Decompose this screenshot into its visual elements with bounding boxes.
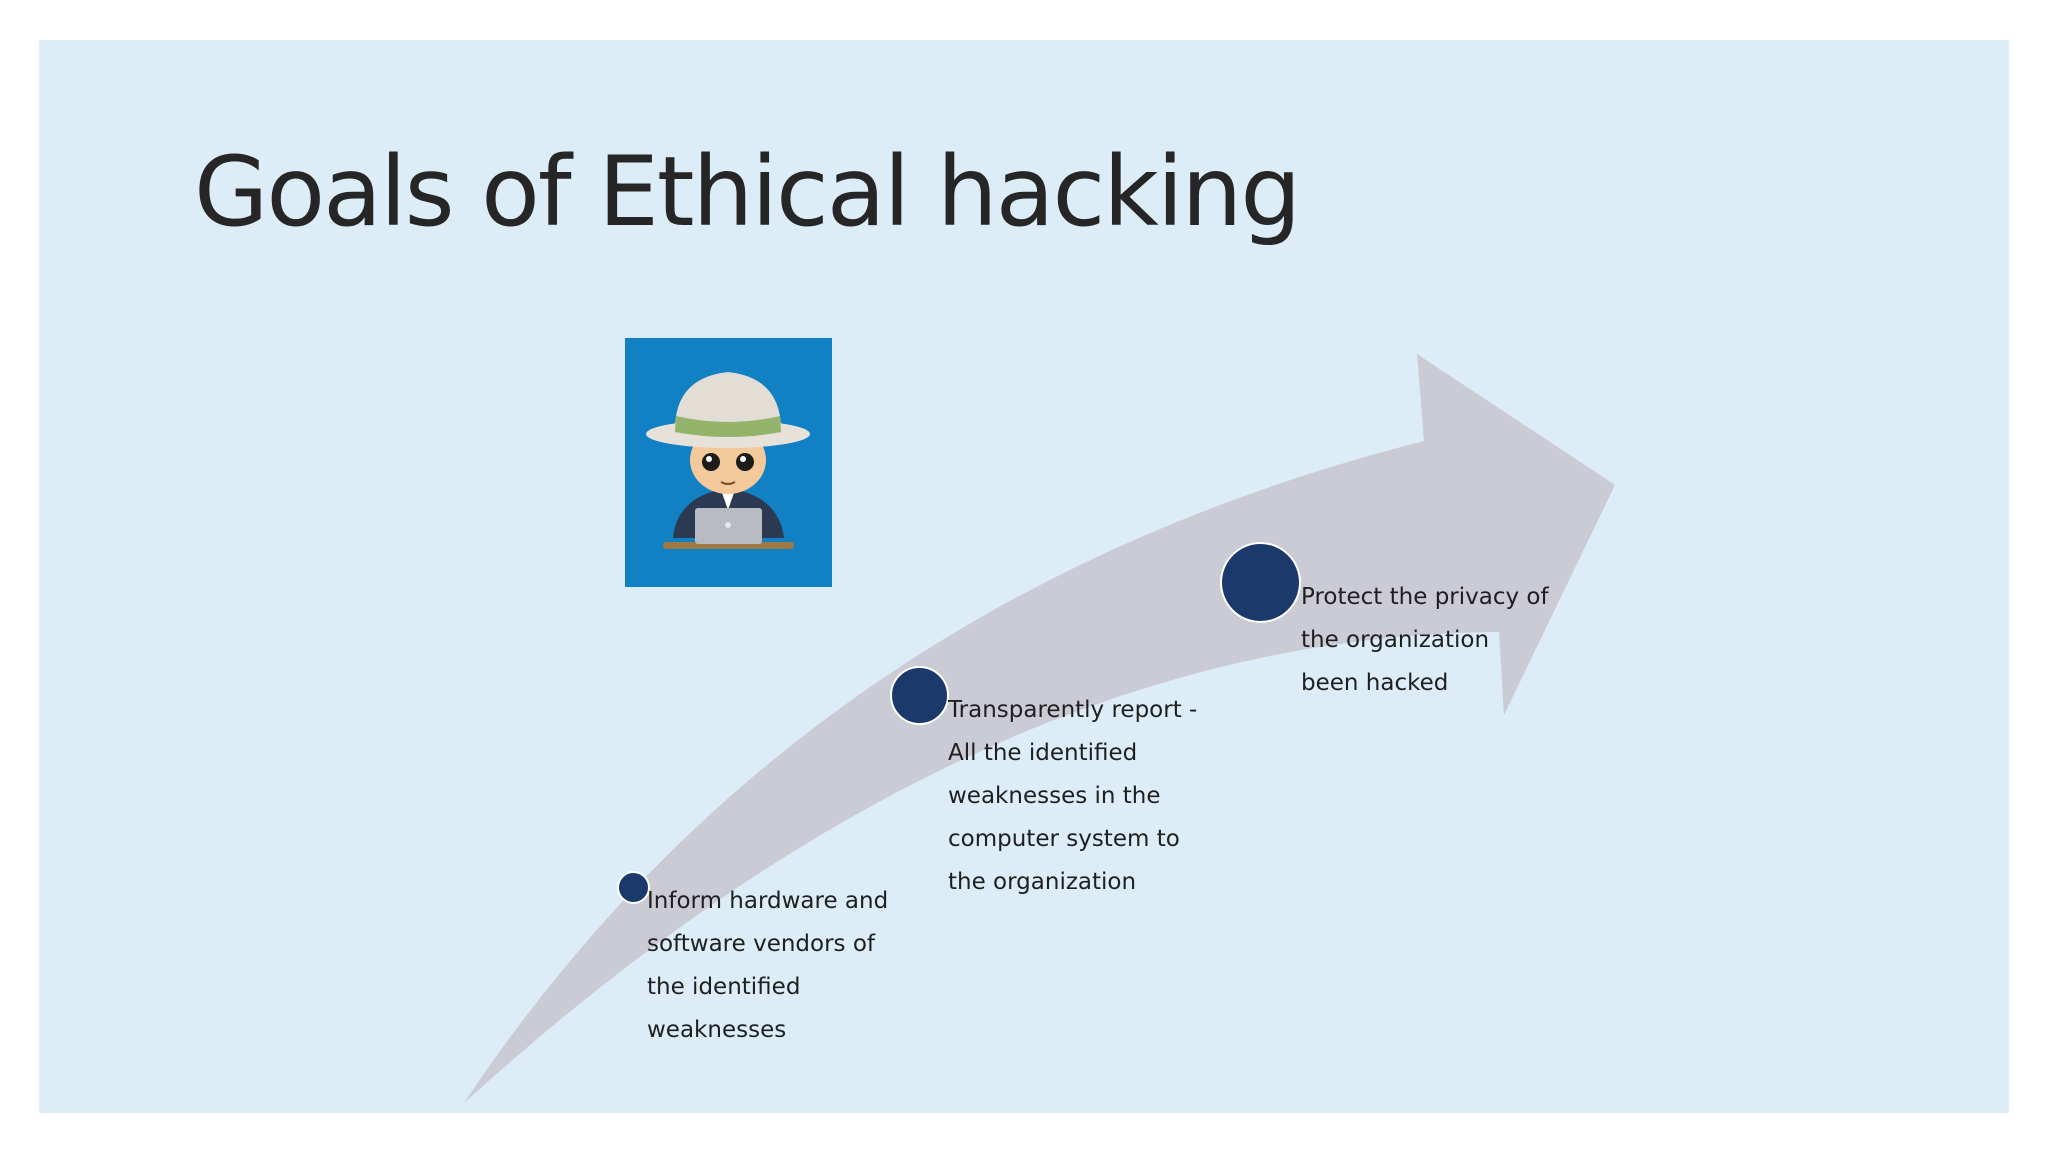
step-1-line-4: weaknesses <box>647 1017 787 1043</box>
growth-arrow-shape <box>464 354 1615 1103</box>
step-2-line-3: weaknesses in the <box>948 783 1161 809</box>
slide-title: Goals of Ethical hacking <box>194 136 1301 248</box>
step-3-text: Protect the privacy of the organization … <box>1301 576 1549 705</box>
step-1-text: Inform hardware and software vendors of … <box>647 880 888 1052</box>
slide: Goals of Ethical hacking <box>39 40 2009 1113</box>
step-2-marker-dot <box>890 666 949 725</box>
step-1-line-2: software vendors of <box>647 931 876 957</box>
hacker-white-hat-icon <box>625 338 832 587</box>
step-1-line-1: Inform hardware and <box>647 888 889 914</box>
step-1-line-3: the identified <box>647 974 801 1000</box>
step-3-line-3: been hacked <box>1301 670 1449 696</box>
step-2-line-2: All the identified <box>948 740 1138 766</box>
step-3-marker-dot <box>1220 542 1301 623</box>
step-1-marker-dot <box>617 871 650 904</box>
step-3-line-2: the organization <box>1301 627 1490 653</box>
step-3-line-1: Protect the privacy of <box>1301 584 1549 610</box>
step-2-line-1: Transparently report - <box>948 697 1198 723</box>
step-2-text: Transparently report - All the identifie… <box>948 689 1197 904</box>
step-2-line-4: computer system to <box>948 826 1180 852</box>
step-2-line-5: the organization <box>948 869 1137 895</box>
